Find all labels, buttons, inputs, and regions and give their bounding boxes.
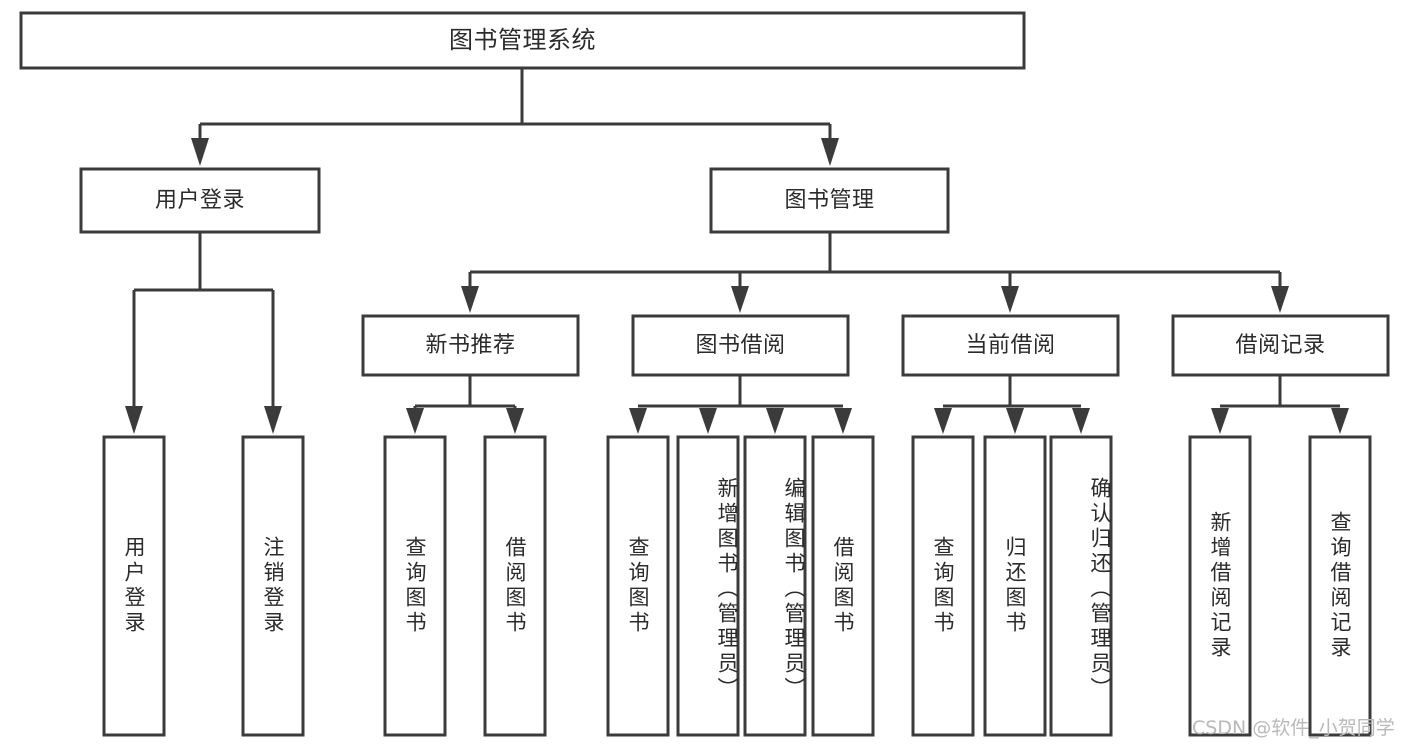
arrowhead-new-book-recommend: [461, 286, 479, 313]
node-box-leaf-return-book[interactable]: [983, 435, 1047, 737]
arrowhead-user-login: [191, 138, 209, 166]
arrowhead-current-borrow: [1001, 286, 1019, 313]
node-box-user-login[interactable]: [79, 167, 321, 234]
arrowhead-book-management: [821, 138, 839, 166]
node-box-book-management[interactable]: [709, 167, 950, 234]
arrowhead-leaf-return-book: [1006, 408, 1024, 434]
node-box-leaf-logout[interactable]: [241, 435, 305, 737]
node-box-borrow-record[interactable]: [1171, 314, 1390, 377]
arrowhead-leaf-borrow-book-2: [834, 408, 852, 434]
arrowhead-leaf-user-login: [125, 406, 143, 434]
node-box-leaf-borrow-book-1[interactable]: [483, 435, 547, 737]
arrowhead-leaf-query-book-3: [934, 408, 952, 434]
node-box-leaf-confirm-return[interactable]: [1049, 435, 1113, 737]
arrowhead-leaf-query-book-1: [406, 408, 424, 434]
arrowhead-leaf-query-book-2: [629, 408, 647, 434]
arrowhead-leaf-add-book: [699, 408, 717, 434]
node-box-leaf-query-book-2[interactable]: [606, 435, 670, 737]
arrowhead-leaf-query-record: [1331, 408, 1349, 434]
arrowhead-leaf-edit-book: [766, 408, 784, 434]
arrowhead-leaf-confirm-return: [1072, 408, 1090, 434]
node-box-leaf-edit-book[interactable]: [743, 435, 807, 737]
node-box-leaf-user-login[interactable]: [102, 435, 166, 737]
node-box-leaf-add-record[interactable]: [1188, 435, 1252, 737]
arrowhead-borrow-record: [1271, 286, 1289, 313]
node-box-leaf-add-book[interactable]: [676, 435, 740, 737]
node-box-current-borrow[interactable]: [901, 314, 1120, 377]
arrowhead-leaf-logout: [264, 406, 282, 434]
node-box-leaf-query-record[interactable]: [1308, 435, 1372, 737]
node-box-leaf-query-book-1[interactable]: [383, 435, 447, 737]
node-box-new-book-recommend[interactable]: [361, 314, 580, 377]
arrowhead-leaf-borrow-book-1: [506, 408, 524, 434]
node-box-book-borrow[interactable]: [631, 314, 850, 377]
node-box-leaf-query-book-3[interactable]: [911, 435, 975, 737]
node-box-leaf-borrow-book-2[interactable]: [811, 435, 875, 737]
arrowhead-book-borrow: [731, 286, 749, 313]
arrowhead-leaf-add-record: [1211, 408, 1229, 434]
node-box-root[interactable]: [19, 11, 1026, 70]
